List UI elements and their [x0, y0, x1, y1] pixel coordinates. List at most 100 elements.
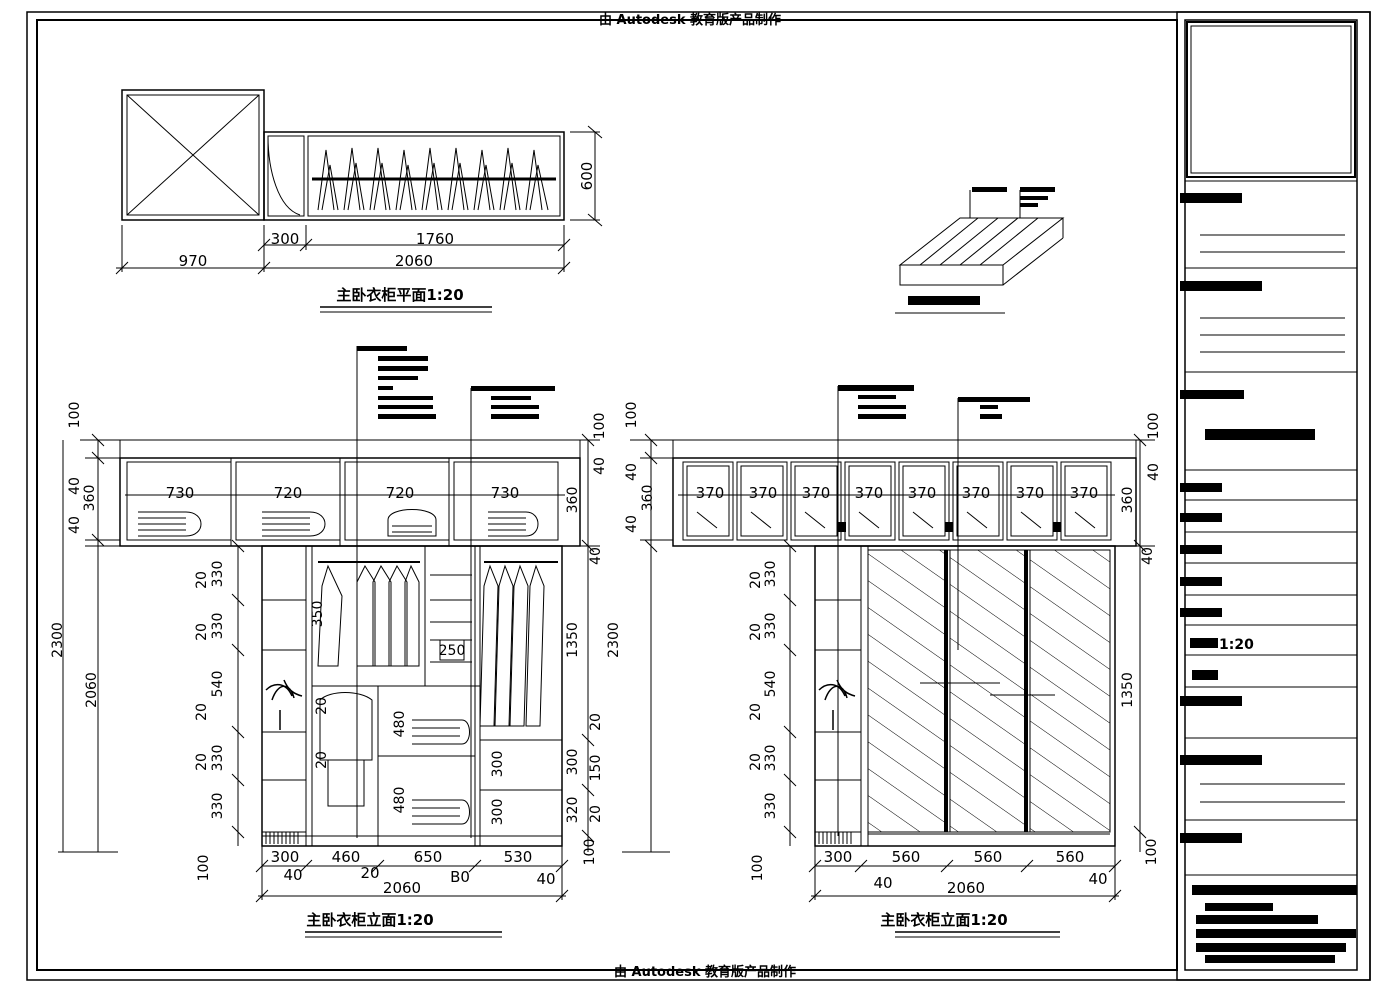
right-total: 2060: [947, 879, 985, 897]
left-r-150: 150: [588, 755, 604, 782]
right-top-w5: 370: [908, 484, 937, 502]
left-bot-w2: 460: [332, 848, 361, 866]
folded-clothes-top: [138, 510, 538, 537]
plant-right: [819, 680, 855, 730]
right-dim-40b: 40: [624, 515, 640, 533]
left-inner-label-300a: 300: [490, 751, 506, 778]
left-dim-40a: 40: [67, 477, 83, 495]
left-inner-label-350: 350: [310, 601, 326, 628]
left-inner-4: 330: [210, 613, 226, 640]
right-bot-w4: 560: [1056, 848, 1085, 866]
left-top-w4: 730: [491, 484, 520, 502]
right-dim-40a: 40: [624, 463, 640, 481]
left-elevation-labels: 730 720 720 730 300 460 650 530 2060 40 …: [50, 402, 608, 929]
left-dim-2060: 2060: [84, 672, 100, 708]
title-block: 1:20: [1180, 22, 1357, 963]
right-r-360: 360: [1120, 487, 1136, 514]
left-inner-label-20b: 20: [314, 751, 330, 769]
right-elevation-labels: 370 370 370 370 370 370 370 370 300 560 …: [606, 402, 1162, 929]
left-bot-w3: 650: [414, 848, 443, 866]
left-top-w1: 730: [166, 484, 195, 502]
left-r-360: 360: [565, 487, 581, 514]
right-top-w4: 370: [855, 484, 884, 502]
left-inner-3: 20: [194, 623, 210, 641]
left-r-320: 320: [565, 797, 581, 824]
right-inner-3: 540: [763, 671, 779, 698]
right-bot-w3: 560: [974, 848, 1003, 866]
plan-dim-300: 300: [271, 230, 300, 248]
left-inner-label-480a: 480: [392, 711, 408, 738]
watermark-bottom: 由 Autodesk 教育版产品制作: [614, 964, 796, 980]
left-inner-1: 20: [194, 571, 210, 589]
left-r-100: 100: [592, 413, 608, 440]
left-inner-10: 100: [196, 855, 212, 882]
left-inner-7: 20: [194, 753, 210, 771]
right-top-w6: 370: [962, 484, 991, 502]
plan-hangers: [318, 148, 548, 210]
title-block-scale: 1:20: [1219, 637, 1254, 653]
right-elevation-leaders: [838, 385, 1061, 836]
left-edge-r: 40: [536, 870, 555, 888]
right-dim-2300: 2300: [606, 622, 622, 658]
right-top-w7: 370: [1016, 484, 1045, 502]
right-elevation-title: 主卧衣柜立面1:20: [880, 911, 1007, 929]
left-r-40b: 40: [588, 547, 604, 565]
left-r-1350: 1350: [565, 622, 581, 658]
left-r-20b: 20: [588, 805, 604, 823]
left-mid-small: 20: [360, 864, 379, 882]
right-elevation: [622, 434, 1155, 937]
glass-doors-top: [683, 462, 1111, 540]
left-inner-label-480b: 480: [392, 787, 408, 814]
left-bot-w4: 530: [504, 848, 533, 866]
right-top-w3: 370: [802, 484, 831, 502]
sheet-border: [27, 12, 1370, 980]
hanging-clothes-left: [318, 566, 544, 824]
left-total: 2060: [383, 879, 421, 897]
watermark-top: 由 Autodesk 教育版产品制作: [599, 12, 781, 28]
plant-left: [266, 680, 302, 730]
plan-dim-2060: 2060: [395, 252, 433, 270]
left-top-w2: 720: [274, 484, 303, 502]
wardrobe-plan-view: [116, 90, 602, 312]
right-r-40a: 40: [1146, 463, 1162, 481]
right-dim-360: 360: [640, 485, 656, 512]
left-r-300: 300: [565, 749, 581, 776]
right-inner-2: 330: [763, 613, 779, 640]
shelf-detail-iso: [895, 187, 1063, 313]
right-inner-7: 20: [748, 571, 764, 589]
left-mid-b: B0: [450, 868, 470, 886]
left-dim-360: 360: [82, 485, 98, 512]
plan-dim-1760: 1760: [416, 230, 454, 248]
left-dim-40b: 40: [67, 516, 83, 534]
left-elevation-leaders: [357, 346, 555, 838]
right-r-40b: 40: [1140, 547, 1156, 565]
left-dim-100: 100: [67, 402, 83, 429]
right-bot-w1: 300: [824, 848, 853, 866]
right-inner-6: 100: [750, 855, 766, 882]
left-inner-8: 330: [210, 745, 226, 772]
left-inner-5: 540: [210, 671, 226, 698]
right-r-1350: 1350: [1120, 672, 1136, 708]
right-inner-10: 20: [748, 753, 764, 771]
left-inner-9: 330: [210, 793, 226, 820]
left-elevation: [58, 434, 600, 937]
left-edge-l: 40: [283, 866, 302, 884]
left-dim-2300: 2300: [50, 622, 66, 658]
plan-dimension-labels: 970 300 1760 2060 600 主卧衣柜平面1:20: [179, 162, 596, 304]
right-edge-r: 40: [1088, 870, 1107, 888]
left-inner-label-20a: 20: [314, 697, 330, 715]
left-r-20a: 20: [588, 713, 604, 731]
right-inner-5: 330: [763, 793, 779, 820]
left-inner-label-250: 250: [439, 643, 466, 659]
right-inner-8: 20: [748, 623, 764, 641]
right-bot-w2: 560: [892, 848, 921, 866]
right-dim-100: 100: [624, 402, 640, 429]
left-inner-label-300b: 300: [490, 799, 506, 826]
right-inner-9: 20: [748, 703, 764, 721]
left-bot-w1: 300: [271, 848, 300, 866]
right-inner-4: 330: [763, 745, 779, 772]
left-inner-6: 20: [194, 703, 210, 721]
right-top-w8: 370: [1070, 484, 1099, 502]
right-inner-1: 330: [763, 561, 779, 588]
plan-dim-970: 970: [179, 252, 208, 270]
